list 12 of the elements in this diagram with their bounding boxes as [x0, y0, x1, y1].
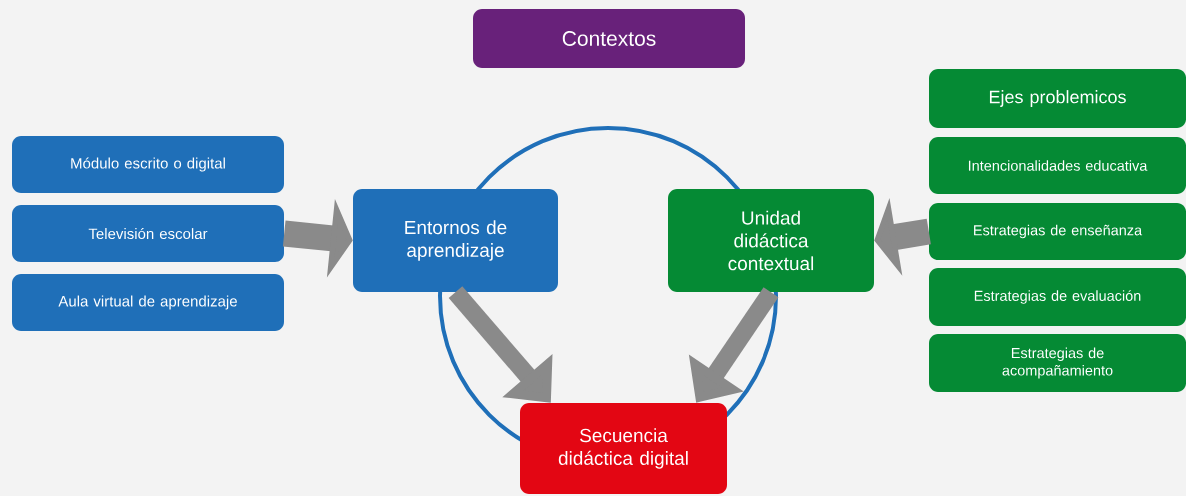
process-box: Módulo escrito o digital [12, 136, 284, 193]
process-box: Ejes problemicos [929, 69, 1186, 128]
process-box: Televisión escolar [12, 205, 284, 262]
process-box: Secuencia didáctica digital [520, 403, 727, 494]
process-box: Estrategias de acompañamiento [929, 334, 1186, 392]
process-box: Entornos de aprendizaje [353, 189, 558, 292]
process-box: Unidad didáctica contextual [668, 189, 874, 292]
process-box: Intencionalidades educativa [929, 137, 1186, 194]
title-box: Contextos [473, 9, 745, 68]
process-box: Estrategias de enseñanza [929, 203, 1186, 260]
process-box: Aula virtual de aprendizaje [12, 274, 284, 331]
process-box: Estrategias de evaluación [929, 268, 1186, 326]
